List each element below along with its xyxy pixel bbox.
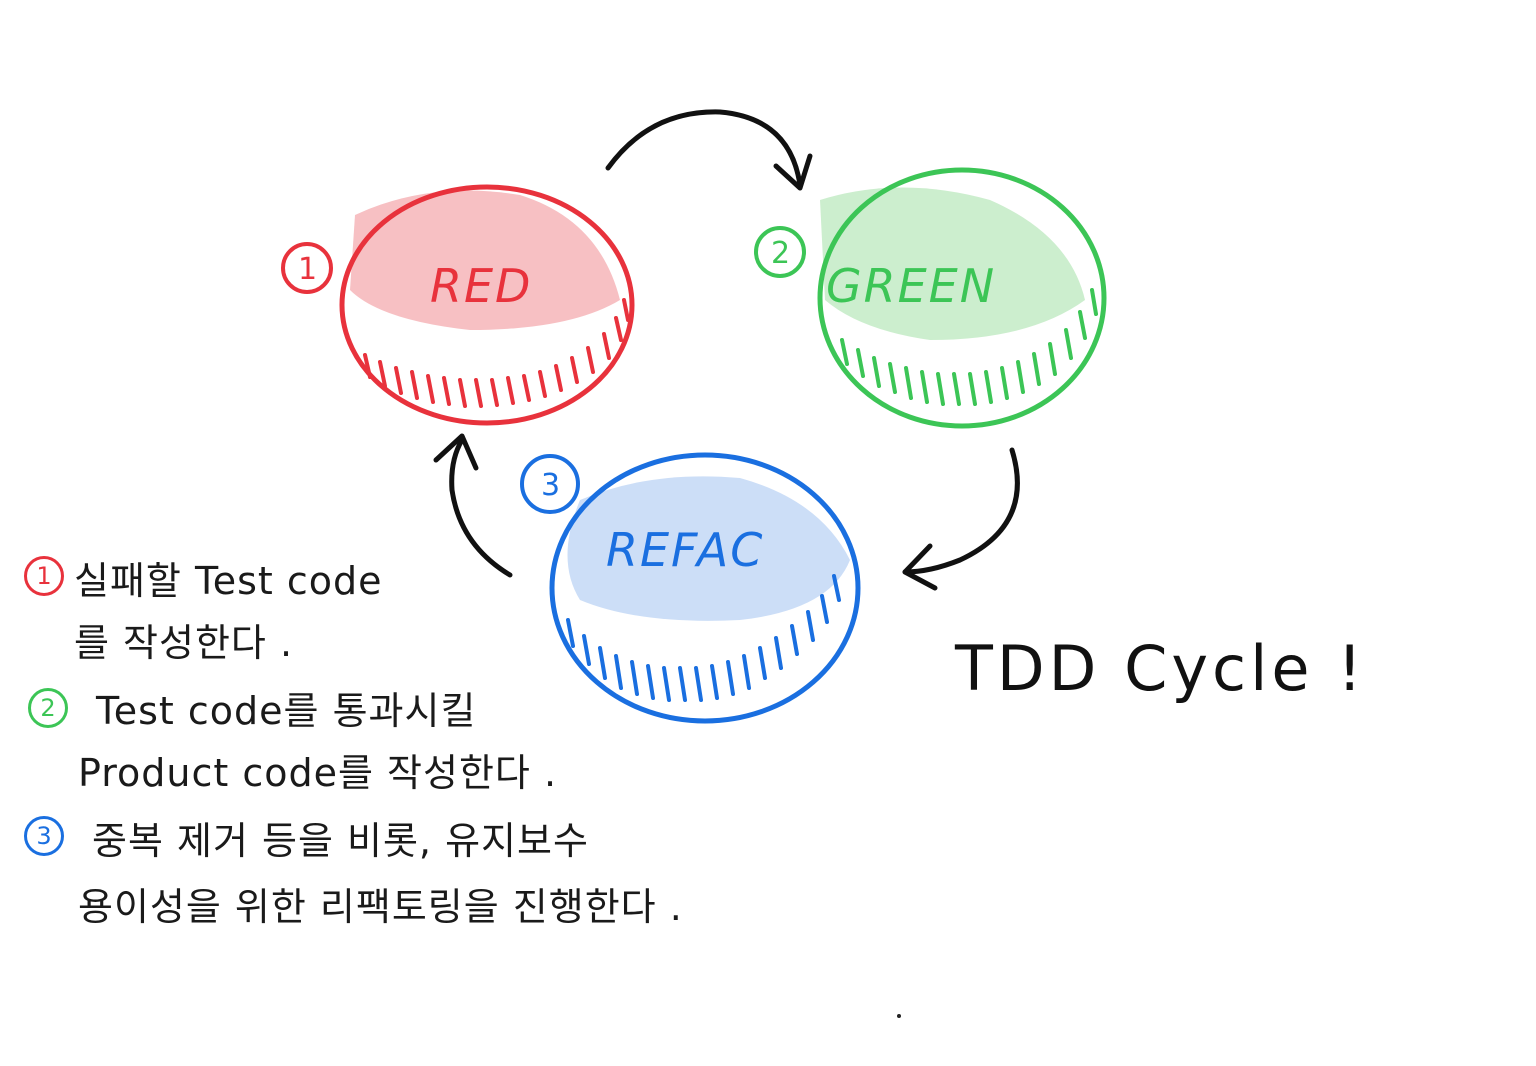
green-stage-badge: [754, 226, 806, 278]
red-stage-badge: [281, 242, 333, 294]
note-3-line-2: 용이성을 위한 리팩토링을 진행한다 .: [78, 885, 683, 929]
green-stage-circle: [817, 167, 1107, 429]
arrow-refactor-to-red: [449, 437, 513, 578]
red-stage-fill: [350, 190, 620, 330]
note-1-line-2: 를 작성한다 .: [74, 621, 294, 665]
red-stage-circle: [339, 184, 635, 426]
note-1-badge: 1: [24, 556, 64, 596]
red-stage: RED 1: [281, 184, 635, 426]
arrow-red-to-green: [605, 109, 803, 188]
green-stage: GREEN 2: [754, 167, 1107, 429]
arrow-red-to-green-head: [773, 153, 813, 191]
refactor-stage-hatching: [566, 574, 841, 702]
note-2-badge: 2: [28, 688, 68, 728]
arrow-refactor-to-red-head: [433, 433, 479, 471]
refactor-stage-badge: [520, 454, 580, 514]
red-stage-hatching: [363, 298, 630, 408]
note-2-line-2: Product code를 작성한다 .: [78, 751, 558, 795]
red-stage-label: RED: [430, 259, 532, 313]
note-1-line-1: 실패할 Test code: [74, 559, 383, 603]
refactor-stage: REFAC 3: [520, 452, 861, 724]
note-3-badge: 3: [24, 816, 64, 856]
red-stage-number: 1: [298, 252, 317, 287]
green-stage-number: 2: [771, 236, 790, 271]
arrow-green-to-refactor: [902, 447, 1020, 575]
diagram-title: TDD Cycle !: [955, 632, 1367, 705]
refactor-stage-number: 3: [541, 468, 560, 503]
green-stage-label: GREEN: [826, 259, 996, 313]
green-stage-fill: [820, 187, 1085, 340]
refactor-stage-label: REFAC: [606, 523, 764, 577]
cycle-arrows: [433, 109, 1020, 591]
green-stage-hatching: [840, 288, 1098, 406]
note-2-line-1: Test code를 통과시킬: [96, 689, 477, 733]
refactor-stage-fill: [567, 476, 850, 621]
note-3-line-1: 중복 제거 등을 비롯, 유지보수: [92, 819, 589, 863]
arrow-green-to-refactor-head: [902, 543, 938, 591]
stray-dot: [897, 1014, 901, 1018]
refactor-stage-circle: [549, 452, 861, 724]
